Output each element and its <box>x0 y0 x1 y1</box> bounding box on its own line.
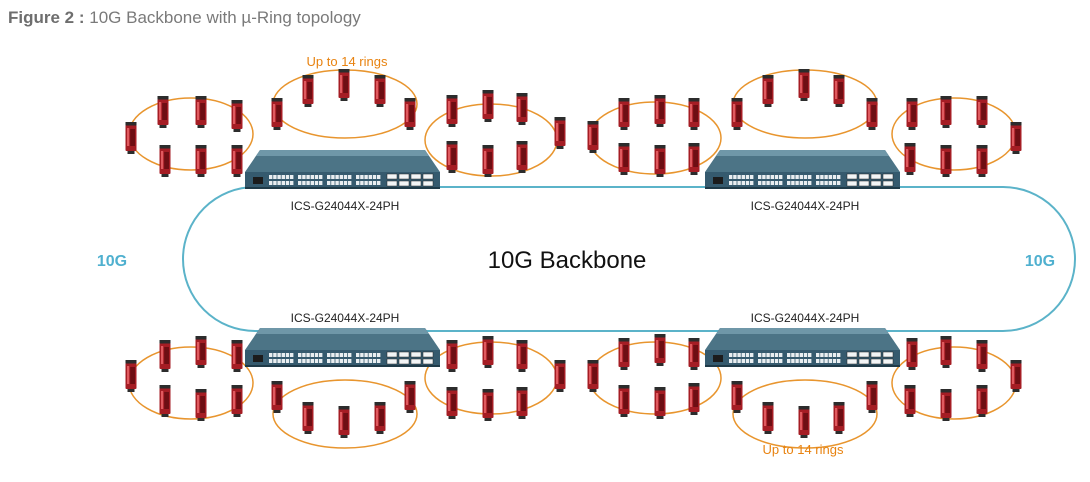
industrial-switch-icon <box>798 406 810 438</box>
core-switch-icon <box>245 328 440 367</box>
industrial-switch-icon <box>906 98 918 130</box>
industrial-switch-icon <box>654 145 666 177</box>
industrial-switch-icon <box>976 96 988 128</box>
backbone-label: 10G Backbone <box>488 247 647 274</box>
industrial-switch-icon <box>618 338 630 370</box>
industrial-switch-icon <box>762 75 774 107</box>
industrial-switch-icon <box>231 145 243 177</box>
industrial-switch-icon <box>157 96 169 128</box>
figure-label: Figure 2 : <box>8 8 85 27</box>
industrial-switch-icon <box>482 389 494 421</box>
industrial-switch-icon <box>940 389 952 421</box>
industrial-switch-icon <box>159 340 171 372</box>
industrial-switch-icon <box>762 402 774 434</box>
industrial-switch-icon <box>654 387 666 419</box>
core-switch-icon <box>245 150 440 189</box>
industrial-switch-icon <box>688 383 700 415</box>
industrial-switch-icon <box>516 93 528 125</box>
industrial-switch-icon <box>516 340 528 372</box>
core-switch-icon <box>705 150 900 189</box>
ring-count-note-bottom: Up to 14 rings <box>763 442 844 457</box>
switch-model-label: ICS-G24044X-24PH <box>751 199 860 213</box>
industrial-switch-icon <box>554 117 566 149</box>
industrial-switch-icon <box>374 75 386 107</box>
industrial-switch-icon <box>976 385 988 417</box>
industrial-switch-icon <box>195 96 207 128</box>
industrial-switch-icon <box>482 336 494 368</box>
industrial-switch-icon <box>516 387 528 419</box>
industrial-switch-icon <box>731 381 743 413</box>
industrial-switch-icon <box>833 402 845 434</box>
industrial-switch-icon <box>159 385 171 417</box>
industrial-switch-icon <box>976 340 988 372</box>
industrial-switch-icon <box>302 75 314 107</box>
industrial-switch-icon <box>195 336 207 368</box>
industrial-switch-icon <box>688 98 700 130</box>
switch-model-label: ICS-G24044X-24PH <box>751 311 860 325</box>
switch-model-label: ICS-G24044X-24PH <box>291 311 400 325</box>
industrial-switch-icon <box>516 141 528 173</box>
industrial-switch-icon <box>125 122 137 154</box>
industrial-switch-icon <box>688 143 700 175</box>
industrial-switch-icon <box>404 98 416 130</box>
industrial-switch-icon <box>1010 360 1022 392</box>
figure-caption: Figure 2 : 10G Backbone with µ-Ring topo… <box>8 8 361 28</box>
industrial-switch-icon <box>654 334 666 366</box>
industrial-switch-icon <box>554 360 566 392</box>
left-speed-label: 10G <box>97 253 127 270</box>
industrial-switch-icon <box>618 385 630 417</box>
ring-loop <box>272 379 418 449</box>
industrial-switch-icon <box>446 95 458 127</box>
switch-model-label: ICS-G24044X-24PH <box>291 199 400 213</box>
core-switch-icon <box>705 328 900 367</box>
right-speed-label: 10G <box>1025 253 1055 270</box>
industrial-switch-icon <box>587 121 599 153</box>
industrial-switch-icon <box>374 402 386 434</box>
industrial-switch-icon <box>618 98 630 130</box>
industrial-switch-icon <box>1010 122 1022 154</box>
industrial-switch-icon <box>940 96 952 128</box>
industrial-switch-icon <box>798 69 810 101</box>
switch-group <box>245 150 900 367</box>
industrial-switch-icon <box>482 90 494 122</box>
industrial-switch-icon <box>618 143 630 175</box>
backbone-loop <box>182 186 1076 332</box>
industrial-switch-icon <box>940 145 952 177</box>
industrial-switch-icon <box>446 141 458 173</box>
industrial-switch-icon <box>338 406 350 438</box>
industrial-switch-icon <box>446 387 458 419</box>
industrial-switch-icon <box>159 145 171 177</box>
industrial-switch-icon <box>404 381 416 413</box>
industrial-switch-icon <box>231 100 243 132</box>
industrial-switch-icon <box>271 98 283 130</box>
industrial-switch-icon <box>906 338 918 370</box>
industrial-switch-icon <box>904 143 916 175</box>
industrial-switch-icon <box>866 381 878 413</box>
industrial-switch-icon <box>125 360 137 392</box>
ring-loop <box>732 379 878 449</box>
industrial-switch-icon <box>338 69 350 101</box>
ring-count-note-top: Up to 14 rings <box>307 54 388 69</box>
industrial-switch-icon <box>482 145 494 177</box>
industrial-switch-icon <box>587 360 599 392</box>
industrial-switch-icon <box>271 381 283 413</box>
industrial-switch-icon <box>231 340 243 372</box>
industrial-switch-icon <box>731 98 743 130</box>
industrial-switch-icon <box>688 338 700 370</box>
industrial-switch-icon <box>195 389 207 421</box>
industrial-switch-icon <box>976 145 988 177</box>
industrial-switch-icon <box>833 75 845 107</box>
industrial-switch-icon <box>195 145 207 177</box>
figure-title: 10G Backbone with µ-Ring topology <box>89 8 361 27</box>
industrial-switch-icon <box>231 385 243 417</box>
industrial-switch-icon <box>904 385 916 417</box>
industrial-switch-icon <box>940 336 952 368</box>
industrial-switch-icon <box>302 402 314 434</box>
industrial-switch-icon <box>446 340 458 372</box>
industrial-switch-icon <box>654 95 666 127</box>
industrial-switch-icon <box>866 98 878 130</box>
